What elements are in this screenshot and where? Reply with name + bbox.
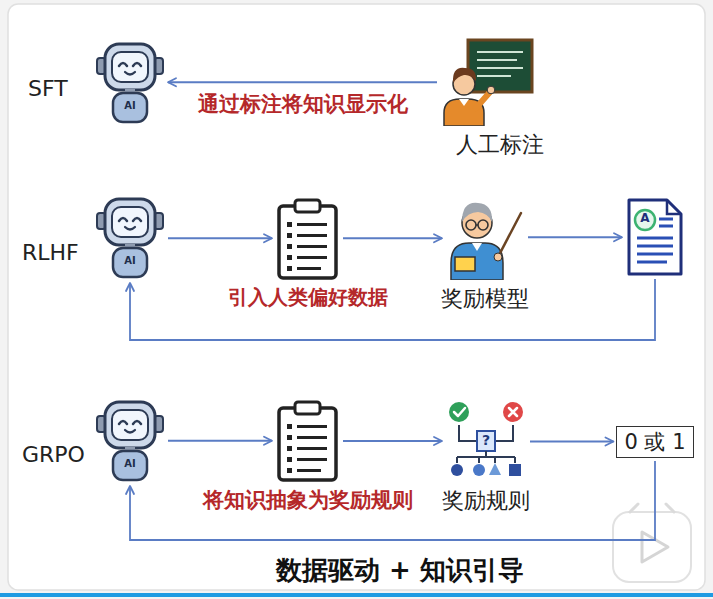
grade-letter: A xyxy=(640,212,649,226)
icon-caption: 奖励模型 xyxy=(441,286,529,311)
progress-bar xyxy=(0,593,713,597)
question-mark: ? xyxy=(482,432,490,448)
flow-arrow xyxy=(343,440,442,442)
teacherA-icon xyxy=(440,38,535,126)
document-node: A xyxy=(625,198,685,276)
caption: 数据驱动 + 知识引导 xyxy=(276,556,524,586)
robot-node: AI xyxy=(95,40,165,125)
panel xyxy=(8,4,705,590)
robot-icon xyxy=(95,40,165,125)
icon-caption: 奖励规则 xyxy=(442,488,530,513)
clip-icon xyxy=(275,400,340,482)
flow-arrow xyxy=(168,237,272,239)
clip-icon xyxy=(275,198,340,280)
score-box: 0 或 1 xyxy=(616,426,693,458)
robot-node: AI xyxy=(95,398,165,483)
red-caption: 将知识抽象为奖励规则 xyxy=(203,488,413,512)
data-node: 引入人类偏好数据 xyxy=(275,198,340,280)
robot-icon xyxy=(95,398,165,483)
flow-arrow xyxy=(168,440,272,442)
method-label: SFT xyxy=(28,76,68,101)
doc-icon xyxy=(625,198,685,276)
method-label: RLHF xyxy=(22,240,79,265)
flow-arrow xyxy=(130,461,655,540)
red-caption: 引入人类偏好数据 xyxy=(228,286,388,309)
robot-badge: AI xyxy=(124,458,135,470)
flow-arrow xyxy=(130,279,655,340)
robot-node: AI xyxy=(95,195,165,280)
reward-rule-node: ?奖励规则 xyxy=(445,400,527,482)
robot-badge: AI xyxy=(124,100,135,112)
score-text: 0 或 1 xyxy=(624,430,685,454)
flow-arrow xyxy=(528,236,622,238)
annotator-node: 人工标注 xyxy=(440,38,535,126)
flow-arrow xyxy=(343,237,442,239)
video-watermark xyxy=(613,504,691,582)
robot-icon xyxy=(95,195,165,280)
flow-arrow xyxy=(530,441,613,443)
data-node: 将知识抽象为奖励规则 xyxy=(275,400,340,482)
robot-badge: AI xyxy=(124,255,135,267)
edge-label: 通过标注将知识显示化 xyxy=(196,92,410,116)
flow-arrow xyxy=(168,81,437,83)
icon-caption: 人工标注 xyxy=(456,132,544,157)
teacherB-icon xyxy=(445,195,525,280)
method-label: GRPO xyxy=(22,442,85,467)
reward-model-node: 奖励模型 xyxy=(445,195,525,280)
